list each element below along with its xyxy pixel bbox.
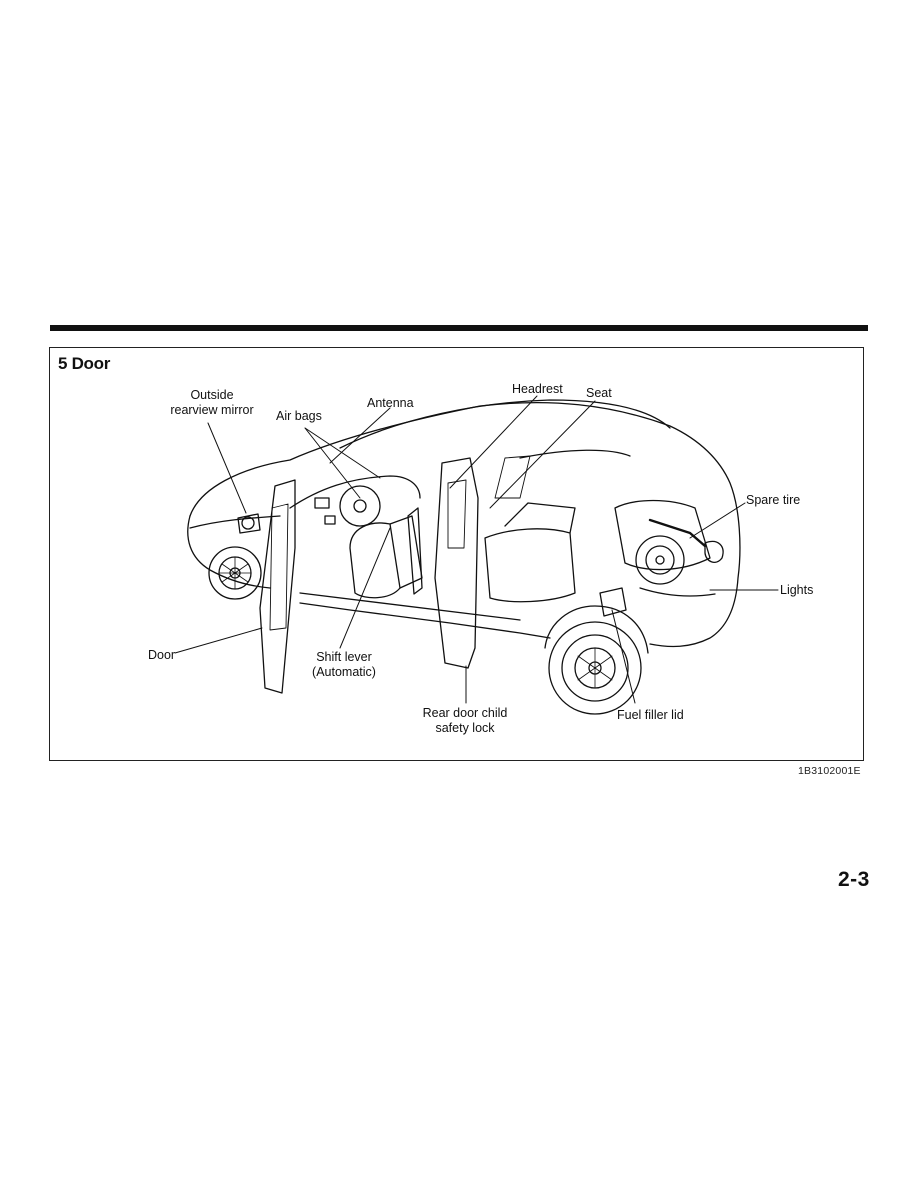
callout-rear-door-lock: Rear door child safety lock [410, 706, 520, 736]
callout-lights: Lights [780, 583, 814, 597]
callout-rear-door-lock-line1: Rear door child [422, 706, 508, 720]
figure-code: 1B3102001E [798, 765, 861, 777]
callout-shift-lever-line1: Shift lever [316, 650, 372, 664]
callout-antenna: Antenna [367, 396, 414, 410]
callout-outside-mirror-line1: Outside [190, 388, 234, 402]
callout-headrest: Headrest [512, 382, 563, 396]
callout-door: Door [148, 648, 176, 662]
top-rule [50, 325, 868, 331]
page-number: 2-3 [838, 868, 870, 891]
figure-frame: 5 Door [49, 347, 864, 761]
callout-seat: Seat [586, 386, 612, 400]
callout-shift-lever: Shift lever (Automatic) [304, 650, 384, 680]
callout-outside-mirror: Outside rearview mirror [162, 388, 262, 418]
callout-fuel-filler: Fuel filler lid [617, 708, 684, 722]
callout-outside-mirror-line2: rearview mirror [170, 403, 254, 417]
callout-rear-door-lock-line2: safety lock [435, 721, 495, 735]
callout-spare-tire: Spare tire [746, 493, 801, 507]
section-title: 5 Door [58, 354, 111, 373]
callout-shift-lever-line2: (Automatic) [312, 665, 376, 679]
callout-air-bags: Air bags [276, 409, 322, 423]
car-illustration-icon [174, 395, 779, 715]
